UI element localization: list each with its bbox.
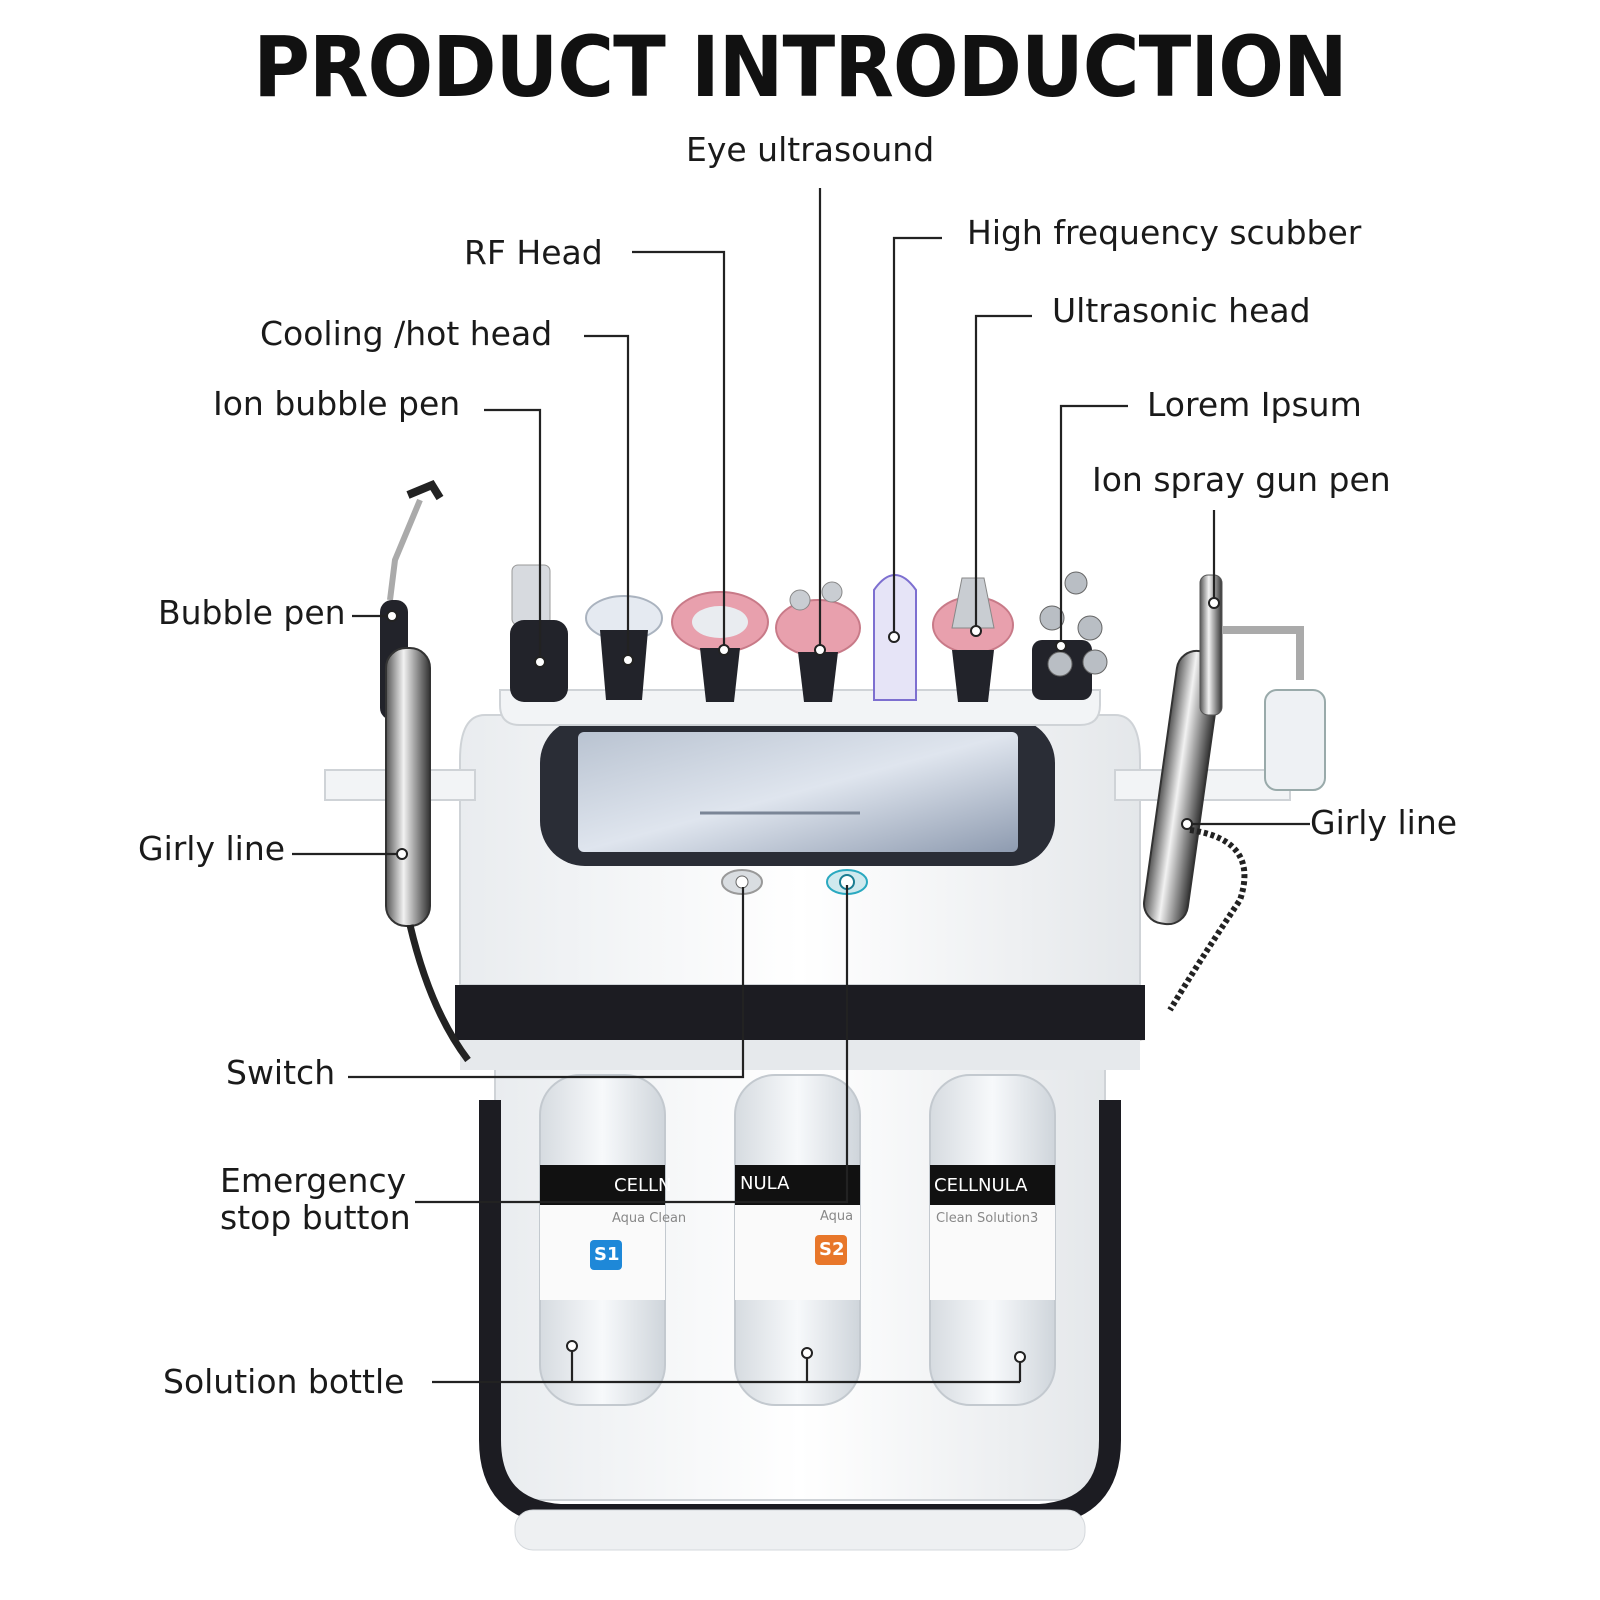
leader-dots — [386, 597, 1220, 1363]
ion-spray-gun-pen — [1199, 574, 1326, 791]
label-eye-ultrasound: Eye ultrasound — [686, 130, 935, 169]
page-title: PRODUCT INTRODUCTION — [253, 18, 1347, 116]
girly-line-handle-right — [1143, 649, 1248, 1012]
eye-ultrasound-head — [775, 581, 861, 702]
switch-button — [721, 869, 763, 895]
bottle-3 — [929, 1074, 1056, 1406]
label-switch: Switch — [226, 1053, 336, 1092]
label-solution-bottle: Solution bottle — [163, 1362, 405, 1401]
bottle-1-brand: CELLN — [614, 1175, 672, 1196]
label-ultrasonic-head: Ultrasonic head — [1052, 291, 1311, 330]
bottle-2-brand: NULA — [740, 1173, 790, 1194]
touch-screen — [540, 718, 1055, 866]
label-rf-head: RF Head — [464, 233, 603, 272]
bottle-3-brand: CELLNULA — [934, 1175, 1028, 1196]
bottle-3-subtitle: Clean Solution3 — [936, 1211, 1039, 1226]
label-high-frequency-scrubber: High frequency scubber — [967, 213, 1362, 252]
bottle-2 — [734, 1074, 861, 1406]
bottle-1-subtitle: Aqua Clean — [612, 1211, 687, 1226]
bottle-2-badge: S2 — [819, 1239, 845, 1260]
ultrasonic-head — [932, 577, 1014, 702]
bottle-1-badge: S1 — [594, 1244, 620, 1265]
bottle-2-subtitle: Aqua — [820, 1209, 854, 1224]
label-ion-spray-gun-pen: Ion spray gun pen — [1092, 460, 1391, 499]
lorem-ipsum-head — [1032, 571, 1108, 700]
label-lorem-ipsum: Lorem Ipsum — [1147, 385, 1362, 424]
label-girly-line-left: Girly line — [138, 829, 286, 868]
label-girly-line-right: Girly line — [1310, 803, 1458, 842]
label-cooling-hot-head: Cooling /hot head — [260, 314, 553, 353]
label-emergency-stop-line2: stop button — [220, 1198, 411, 1237]
leader-lines — [292, 188, 1310, 1384]
bottle-1 — [539, 1074, 666, 1406]
label-ion-bubble-pen: Ion bubble pen — [213, 384, 461, 423]
cooling-hot-head — [585, 595, 663, 700]
label-emergency-stop-line1: Emergency — [220, 1161, 407, 1200]
head-tray — [499, 689, 1101, 726]
rf-head — [671, 591, 769, 702]
label-bubble-pen: Bubble pen — [158, 593, 346, 632]
